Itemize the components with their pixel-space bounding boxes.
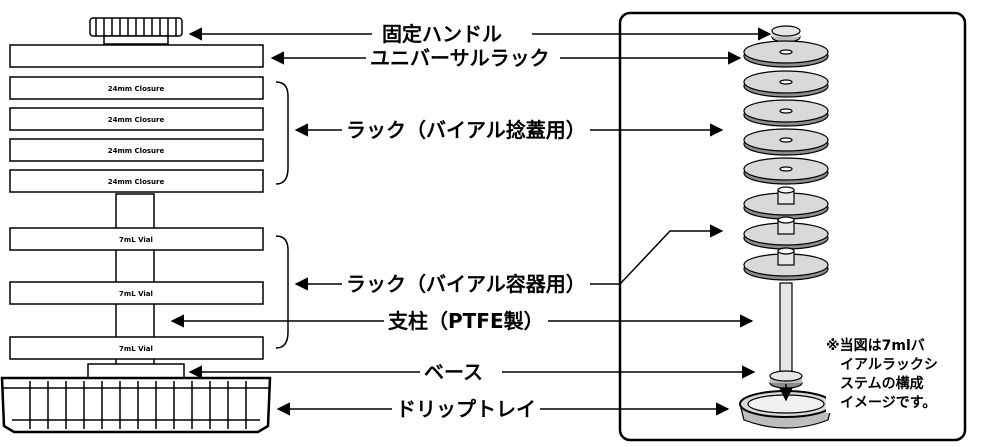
vial-rack-label: 7mL Vial — [119, 236, 153, 244]
closure-rack — [9, 169, 264, 193]
leader-lines — [170, 27, 793, 416]
universal-rack-side — [9, 44, 264, 68]
vial-rack — [9, 336, 264, 360]
perspective-view — [739, 25, 833, 429]
base-3d — [769, 370, 803, 389]
label-rack-closure: ラック（バイアル捻蓋用） — [342, 119, 590, 141]
closure-rack — [9, 76, 264, 100]
vial-rack — [9, 281, 264, 305]
handle-3d — [771, 25, 801, 43]
vial-rack — [9, 227, 264, 251]
label-handle: 固定ハンドル — [378, 23, 506, 45]
closure-rack-stack — [9, 76, 264, 193]
closure-rack-label: 24mm Closure — [108, 85, 165, 93]
closure-rack — [9, 138, 264, 162]
universal-rack-3d — [743, 40, 829, 68]
label-post: 支柱（PTFE製） — [384, 310, 548, 332]
post-3d — [779, 282, 793, 376]
vial-bracket — [275, 235, 289, 349]
label-base: ベース — [420, 361, 487, 383]
leader-vial-right — [584, 224, 724, 285]
label-universal-rack: ユニバーサルラック — [366, 47, 554, 69]
closure-bracket — [275, 81, 289, 185]
drip-tray-side — [0, 376, 272, 434]
closure-rack-label: 24mm Closure — [108, 116, 165, 124]
vial-rack-3d — [743, 186, 829, 281]
drip-tray-3d — [739, 390, 833, 429]
vial-rack-label: 7mL Vial — [119, 345, 153, 353]
label-rack-vial: ラック（バイアル容器用） — [342, 273, 590, 295]
vial-rack-stack — [9, 227, 264, 360]
closure-rack-label: 24mm Closure — [108, 147, 165, 155]
base-side — [87, 363, 185, 379]
closure-rack — [9, 107, 264, 131]
vial-rack-label: 7mL Vial — [119, 290, 153, 298]
closure-rack-3d — [743, 70, 829, 185]
label-drip-tray: ドリップトレイ — [392, 398, 540, 420]
closure-rack-label: 24mm Closure — [108, 178, 165, 186]
side-view — [0, 17, 272, 434]
note-text: ※当図は7mlバ イアルラックシ ステムの構成 イメージです。 — [826, 337, 956, 413]
handle-side — [89, 17, 183, 45]
